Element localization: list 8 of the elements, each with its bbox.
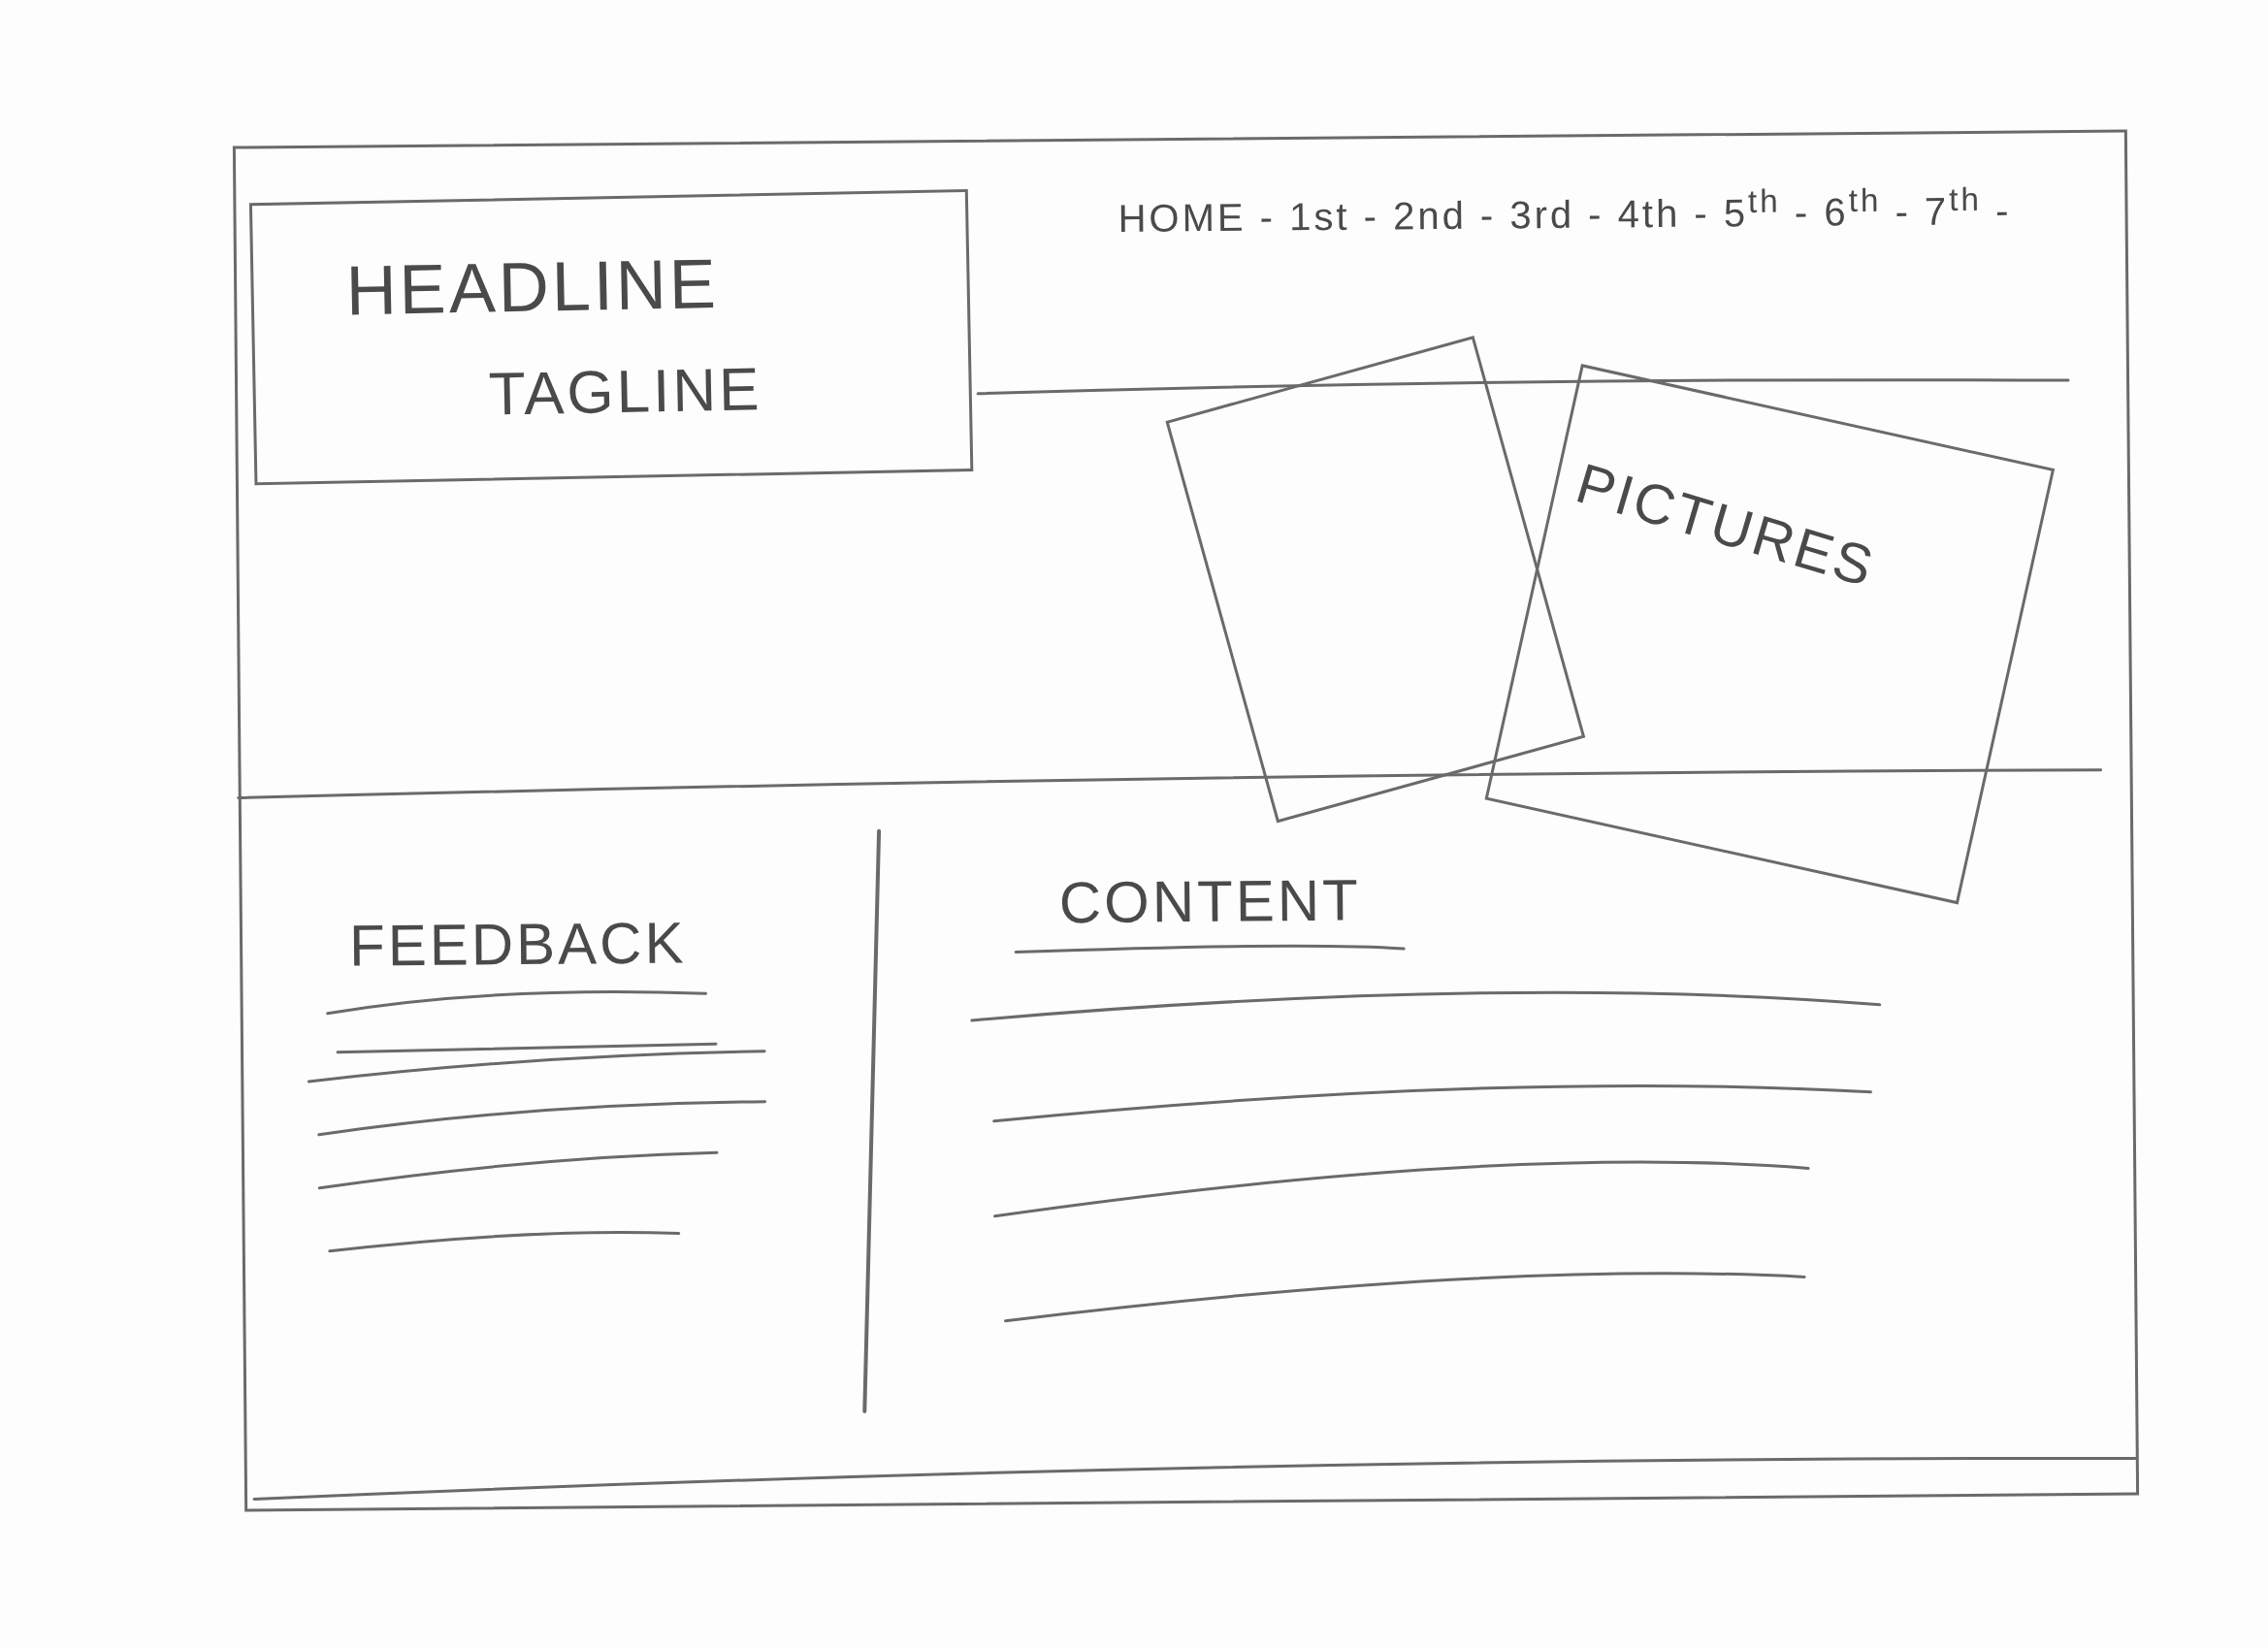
header-box xyxy=(248,189,974,486)
feedback-heading: FEEDBACK xyxy=(348,911,687,979)
picture-frame xyxy=(1484,364,2056,905)
headline-text: HEADLINE xyxy=(344,245,720,330)
tagline-text: TAGLINE xyxy=(488,356,763,428)
navigation-menu-text: HOME - 1st - 2nd - 3rd - 4th - 5$^{th}$ - 6$^{th}$ - 7$^{th}$ - xyxy=(1118,181,2012,240)
page-frame xyxy=(232,129,2140,1512)
content-heading: CONTENT xyxy=(1058,868,1361,936)
